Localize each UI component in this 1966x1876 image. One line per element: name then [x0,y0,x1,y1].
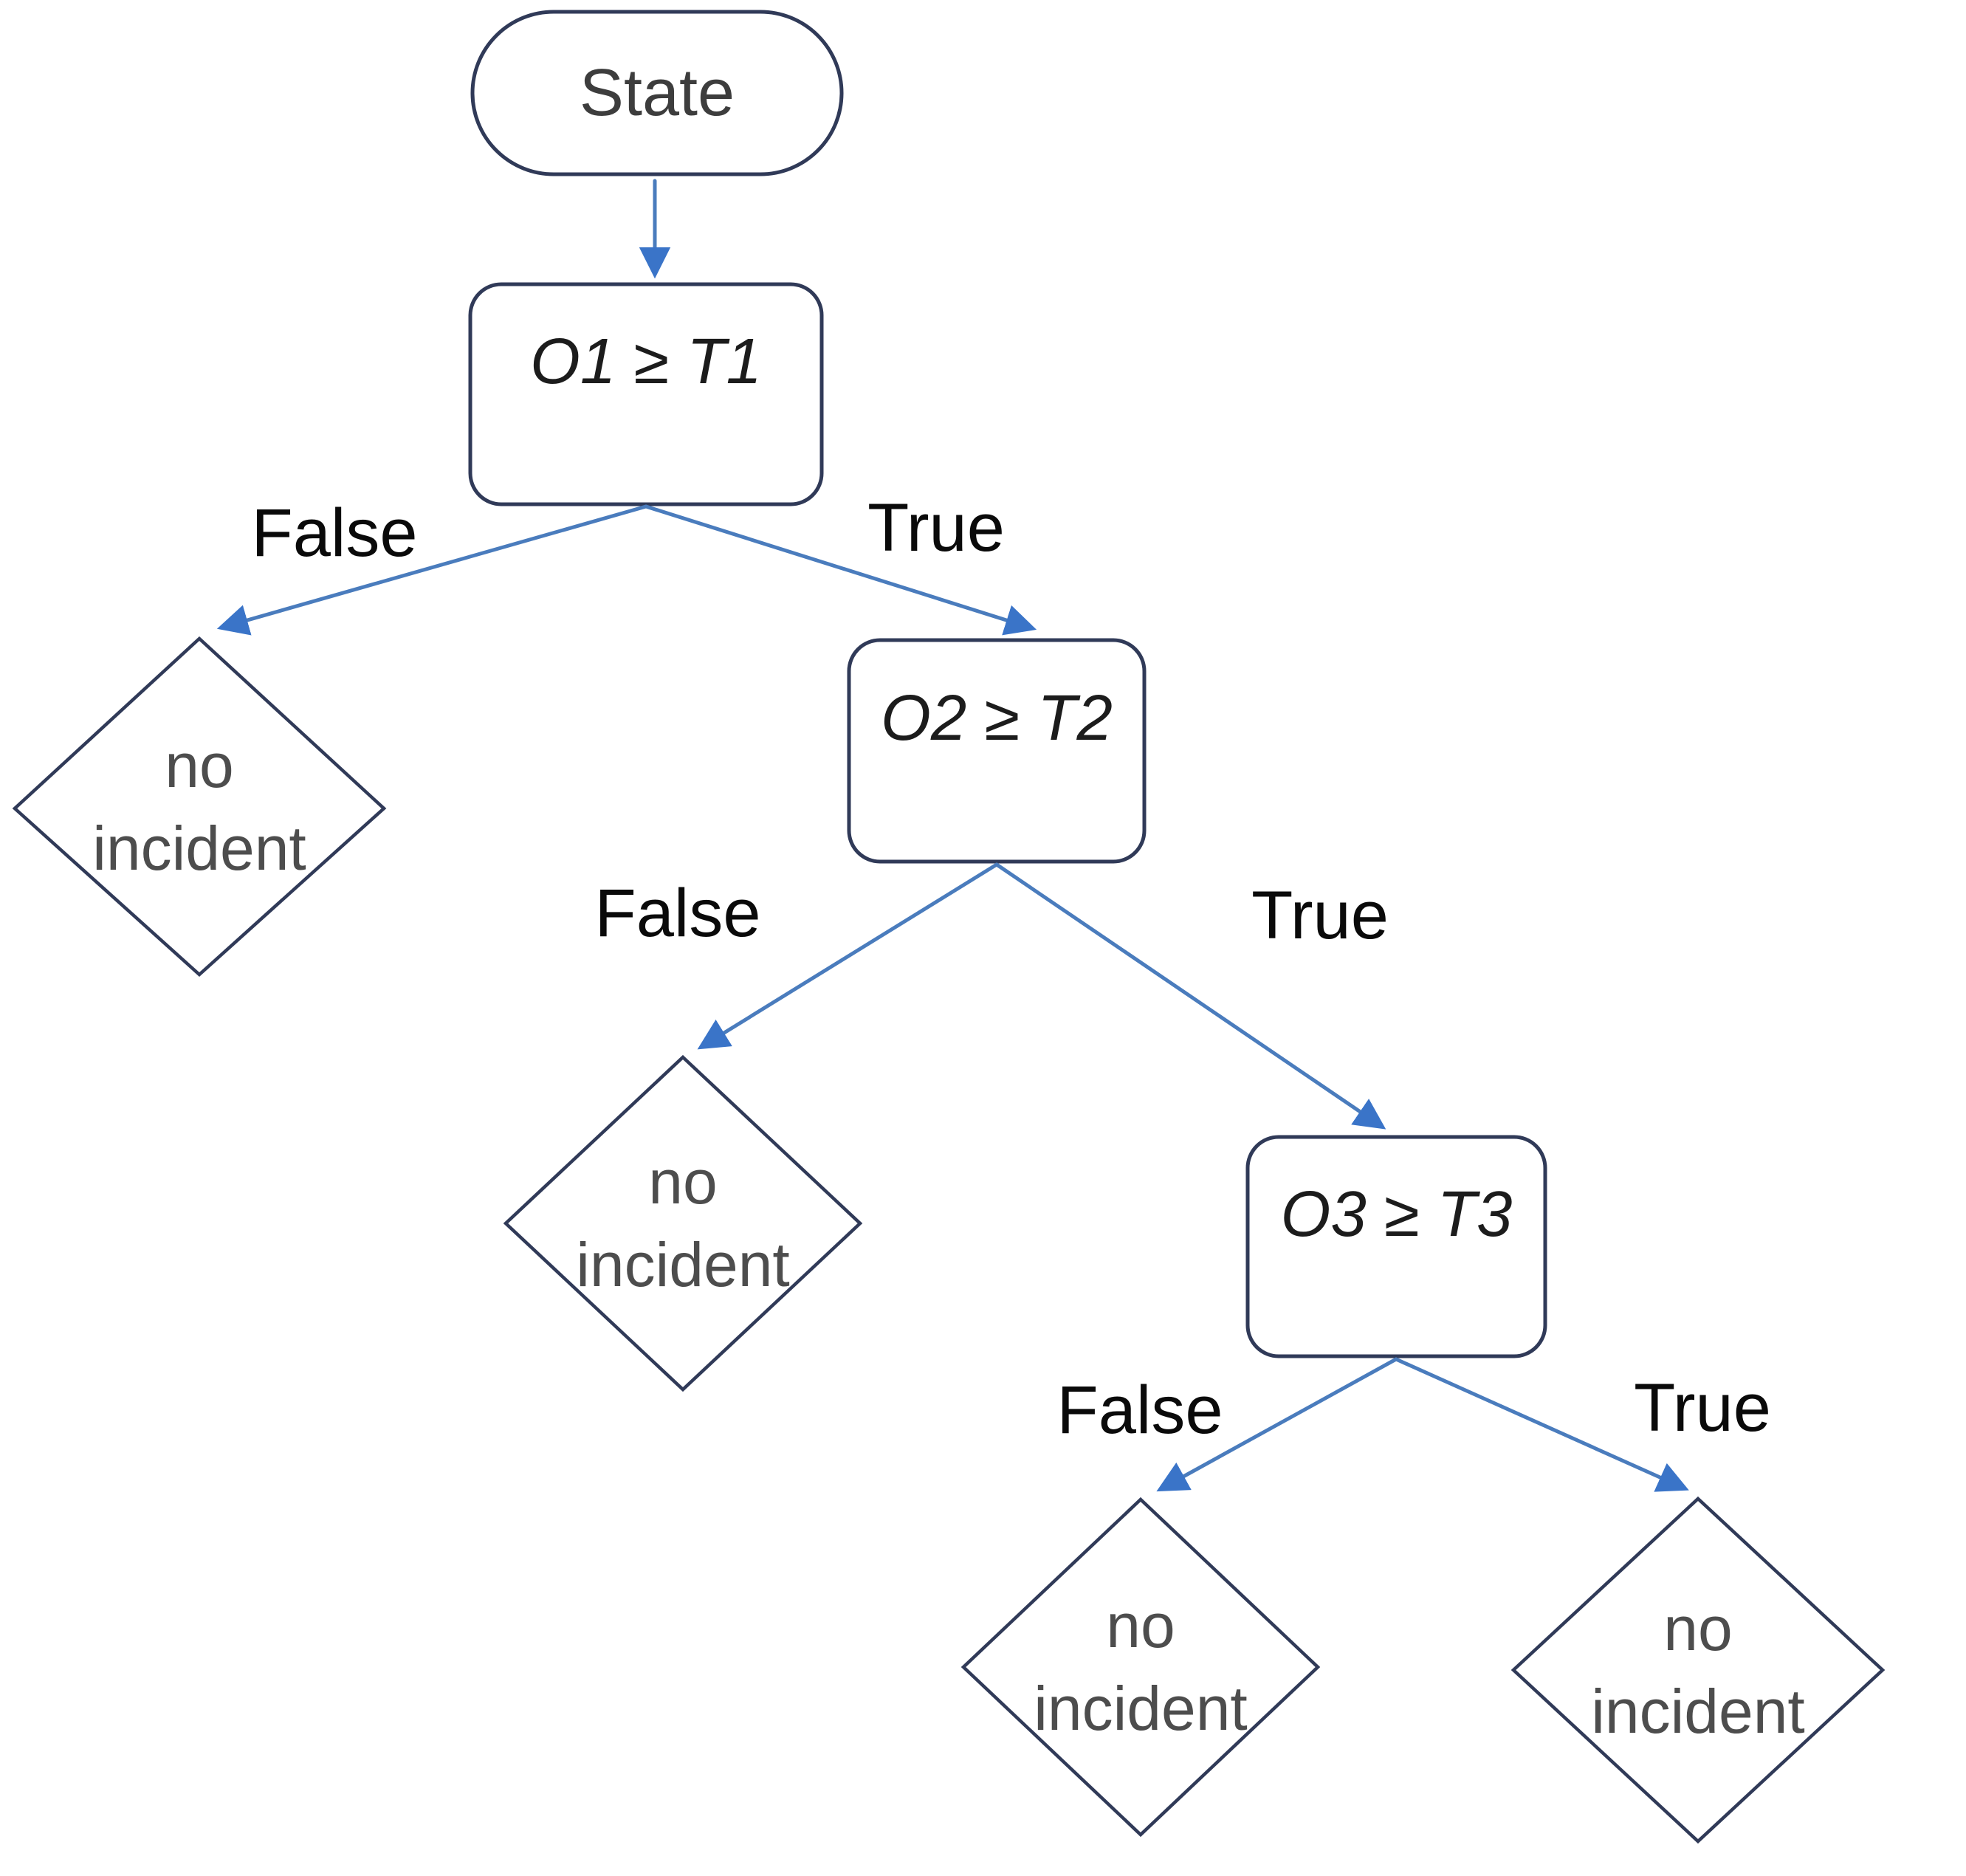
edge-o3-false-label: False [1056,1372,1223,1448]
decision-o1-label: O1 ≥ T1 [530,326,762,397]
leaf-4-shape [1510,1496,1886,1844]
leaf-3-line1: no [1106,1591,1175,1660]
decision-o1-shape [468,282,824,506]
leaf-2-line2: incident [576,1230,790,1299]
edge-o2-false [697,862,999,1050]
leaf-1-label: no incident [15,639,384,975]
leaf-1-line1: no [165,730,234,800]
decision-o3-shape [1245,1135,1547,1358]
leaf-2-label: no incident [506,1057,860,1389]
decision-o2-label: O2 ≥ T2 [881,682,1113,754]
leaf-3-line2: incident [1034,1674,1248,1743]
decision-o2-shape [847,638,1147,864]
edge-o2-false-label: False [594,875,761,951]
edge-o3-false [1156,1357,1398,1492]
leaf-4-label: no incident [1513,1499,1883,1841]
edge-o3-true-label: True [1634,1370,1771,1446]
edge-o1-true-label: True [867,489,1005,566]
edge-o3-true [1394,1357,1689,1492]
start-node-shape [470,10,844,176]
decision-o3-label: O3 ≥ T3 [1280,1178,1513,1250]
leaf-1-line2: incident [92,813,306,883]
edge-o2-true [994,862,1386,1130]
leaf-2-line1: no [648,1147,718,1217]
edge-o1-false [216,504,648,636]
leaf-3-label: no incident [963,1499,1318,1835]
start-node-label: State [579,55,735,130]
edge-o1-true [644,504,1037,636]
edge-o2-true-label: True [1251,877,1389,953]
leaf-4-line1: no [1663,1594,1733,1663]
edge-o1-false-label: False [251,495,418,571]
leaf-2-shape [503,1054,863,1392]
leaf-3-shape [960,1497,1321,1838]
leaf-4-line2: incident [1591,1677,1805,1746]
leaf-1-shape [12,636,387,977]
